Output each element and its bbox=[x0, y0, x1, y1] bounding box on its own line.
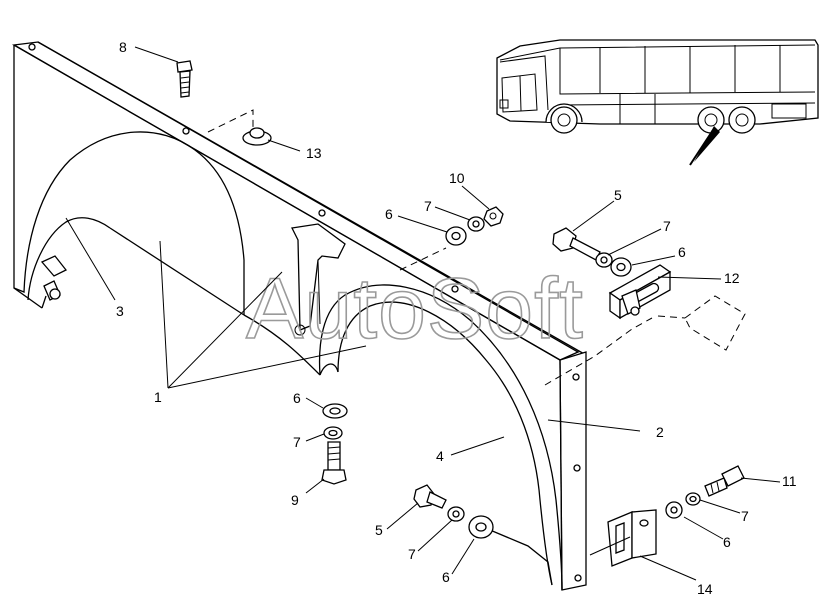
callout-6: 6 bbox=[385, 206, 393, 222]
callout-13: 13 bbox=[306, 145, 322, 161]
callout-5: 5 bbox=[375, 522, 383, 538]
callout-11: 11 bbox=[782, 473, 797, 489]
callout-1: 1 bbox=[154, 389, 162, 405]
callout-12: 12 bbox=[724, 270, 740, 286]
callout-3: 3 bbox=[116, 303, 124, 319]
callout-6: 6 bbox=[723, 534, 731, 550]
callout-6: 6 bbox=[678, 244, 686, 260]
leader-lines bbox=[65, 46, 781, 581]
callout-2: 2 bbox=[656, 424, 664, 440]
callout-9: 9 bbox=[291, 492, 299, 508]
bus-illustration bbox=[496, 39, 819, 166]
callout-7: 7 bbox=[663, 218, 671, 234]
bolt-stack-lower bbox=[413, 484, 494, 539]
callout-7: 7 bbox=[741, 508, 749, 524]
callout-14: 14 bbox=[697, 581, 713, 597]
slotted-plate-12 bbox=[608, 264, 672, 320]
bolt-stack-right bbox=[552, 227, 632, 277]
bolt-8 bbox=[176, 60, 193, 98]
callout-10: 10 bbox=[449, 170, 465, 186]
bolt-stack-bottom bbox=[321, 403, 348, 485]
nut-13 bbox=[242, 127, 272, 146]
callout-4: 4 bbox=[436, 448, 444, 464]
callout-7: 7 bbox=[408, 546, 416, 562]
watermark: AutoSoft bbox=[246, 261, 584, 357]
callout-7: 7 bbox=[293, 434, 301, 450]
callout-labels: 8 13 10 7 6 5 7 6 12 3 1 2 4 6 7 9 5 7 6… bbox=[116, 39, 797, 597]
callout-6: 6 bbox=[442, 569, 450, 585]
callout-5: 5 bbox=[614, 187, 622, 203]
callout-8: 8 bbox=[119, 39, 127, 55]
fender-panel bbox=[11, 41, 746, 591]
callout-6: 6 bbox=[293, 390, 301, 406]
washer-stack-top bbox=[445, 206, 504, 246]
callout-7: 7 bbox=[424, 198, 432, 214]
angle-bracket-14 bbox=[607, 509, 657, 567]
